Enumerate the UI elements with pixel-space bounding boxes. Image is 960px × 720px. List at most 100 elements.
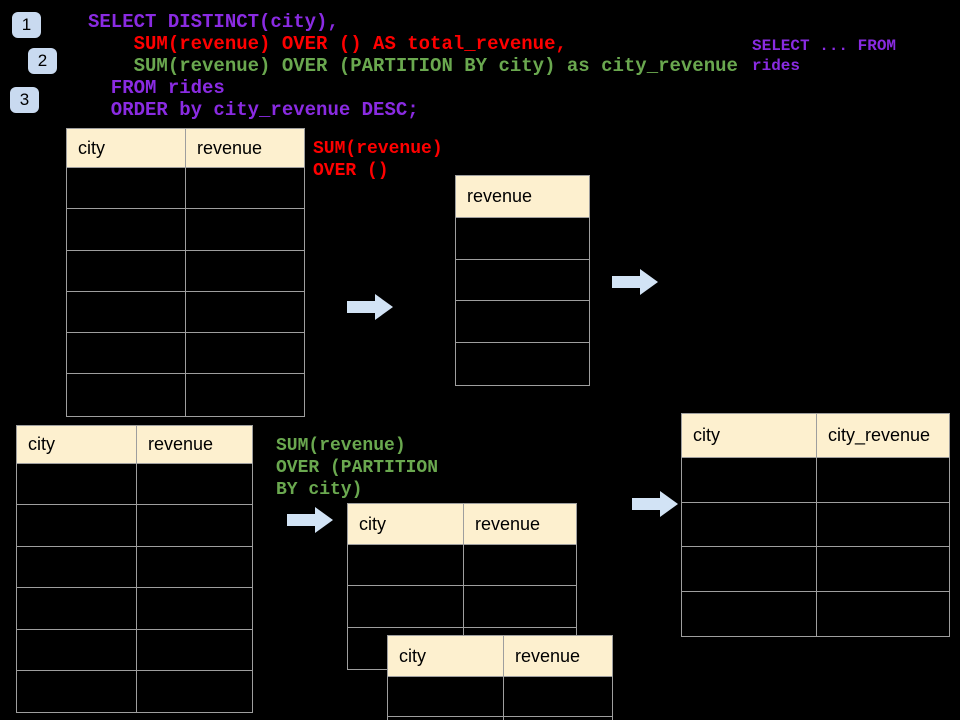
code-line: SUM(revenue) OVER () AS total_revenue, (88, 33, 567, 55)
table-row (456, 218, 589, 260)
table-row (348, 545, 576, 587)
table-cell (388, 677, 504, 717)
code-line: FROM rides (88, 77, 225, 99)
flow-arrow-right-icon (347, 294, 393, 320)
flow-arrow-right-icon (287, 507, 333, 533)
table-cell (186, 168, 304, 210)
table-row (348, 586, 576, 628)
code-line: SELECT ... FROM (752, 37, 897, 55)
table-row (17, 670, 252, 713)
column-header-city_revenue: city_revenue (817, 414, 949, 458)
table-cell (17, 505, 137, 547)
table-cell (817, 592, 949, 637)
table-row (17, 505, 252, 547)
table-cell (464, 545, 576, 587)
table-row (67, 374, 304, 416)
sql-from-rides-note: SELECT ... FROM rides (752, 36, 896, 76)
table-row (682, 458, 949, 503)
table-cell (682, 502, 817, 547)
table-cell (17, 464, 137, 506)
table-cell (17, 670, 137, 713)
table-cell (137, 588, 252, 630)
table-cell (682, 591, 817, 636)
flow-arrow-right-icon (632, 491, 678, 517)
table-row (388, 677, 612, 717)
column-header-revenue: revenue (464, 504, 576, 545)
table-cell (67, 333, 186, 375)
column-header-revenue: revenue (186, 129, 304, 168)
table-cell (67, 250, 186, 292)
table-cell (817, 503, 949, 547)
table-row (67, 209, 304, 251)
step-badge-3: 3 (10, 87, 39, 113)
table-row (682, 502, 949, 547)
table-cell (504, 677, 612, 717)
table-row (67, 168, 304, 210)
table-row (682, 547, 949, 592)
table-row (17, 546, 252, 589)
sql-query-code: SELECT DISTINCT(city), SUM(revenue) OVER… (88, 11, 738, 121)
table-cell (137, 547, 252, 589)
table-cell (137, 464, 252, 506)
code-line: SUM(revenue) (313, 139, 443, 159)
table-cell (682, 458, 817, 503)
table-cell (186, 209, 304, 251)
table-cell (388, 717, 504, 720)
table-cell (137, 505, 252, 547)
table-cell (17, 588, 137, 630)
table-cell (67, 291, 186, 334)
code-line: rides (752, 57, 801, 75)
code-line: SELECT DISTINCT(city), (88, 11, 339, 33)
table-row (388, 717, 612, 720)
table-cell (137, 671, 252, 712)
table-cell (67, 374, 186, 416)
table-cell (456, 343, 589, 385)
table-row (682, 591, 949, 637)
table-row (456, 260, 589, 302)
table-total-revenue-result: revenue (455, 175, 590, 386)
table-cell (17, 629, 137, 671)
step-badge-1: 1 (12, 12, 41, 38)
table-cell (17, 546, 137, 589)
column-header-city: city (67, 129, 186, 168)
code-line: OVER () (313, 161, 389, 181)
code-line: SUM(revenue) (276, 436, 406, 456)
column-header-city: city (388, 636, 504, 677)
code-line: OVER (PARTITION (276, 458, 439, 478)
table-cell (817, 458, 949, 503)
table-cell (137, 630, 252, 671)
table-cell (348, 545, 464, 587)
table-row (67, 250, 304, 292)
table-cell (817, 547, 949, 592)
table-header-row: revenue (456, 176, 589, 218)
code-line: ORDER by city_revenue DESC; (88, 99, 419, 121)
annotation-sum-over-total: SUM(revenue)OVER () (313, 138, 443, 182)
table-cell (456, 301, 589, 344)
table-cell (464, 586, 576, 628)
table-cell (682, 547, 817, 592)
table-row (456, 301, 589, 344)
table-cell (67, 168, 186, 210)
code-line: SUM(revenue) OVER (PARTITION BY city) as… (88, 55, 738, 77)
table-row (456, 343, 589, 385)
column-header-city: city (348, 504, 464, 545)
table-row (17, 629, 252, 671)
table-cell (186, 333, 304, 375)
table-cell (186, 251, 304, 292)
column-header-revenue: revenue (137, 426, 252, 464)
code-line: BY city) (276, 480, 363, 500)
table-row (67, 333, 304, 375)
table-row (17, 464, 252, 506)
table-cell (186, 374, 304, 415)
table-cell (456, 260, 589, 302)
